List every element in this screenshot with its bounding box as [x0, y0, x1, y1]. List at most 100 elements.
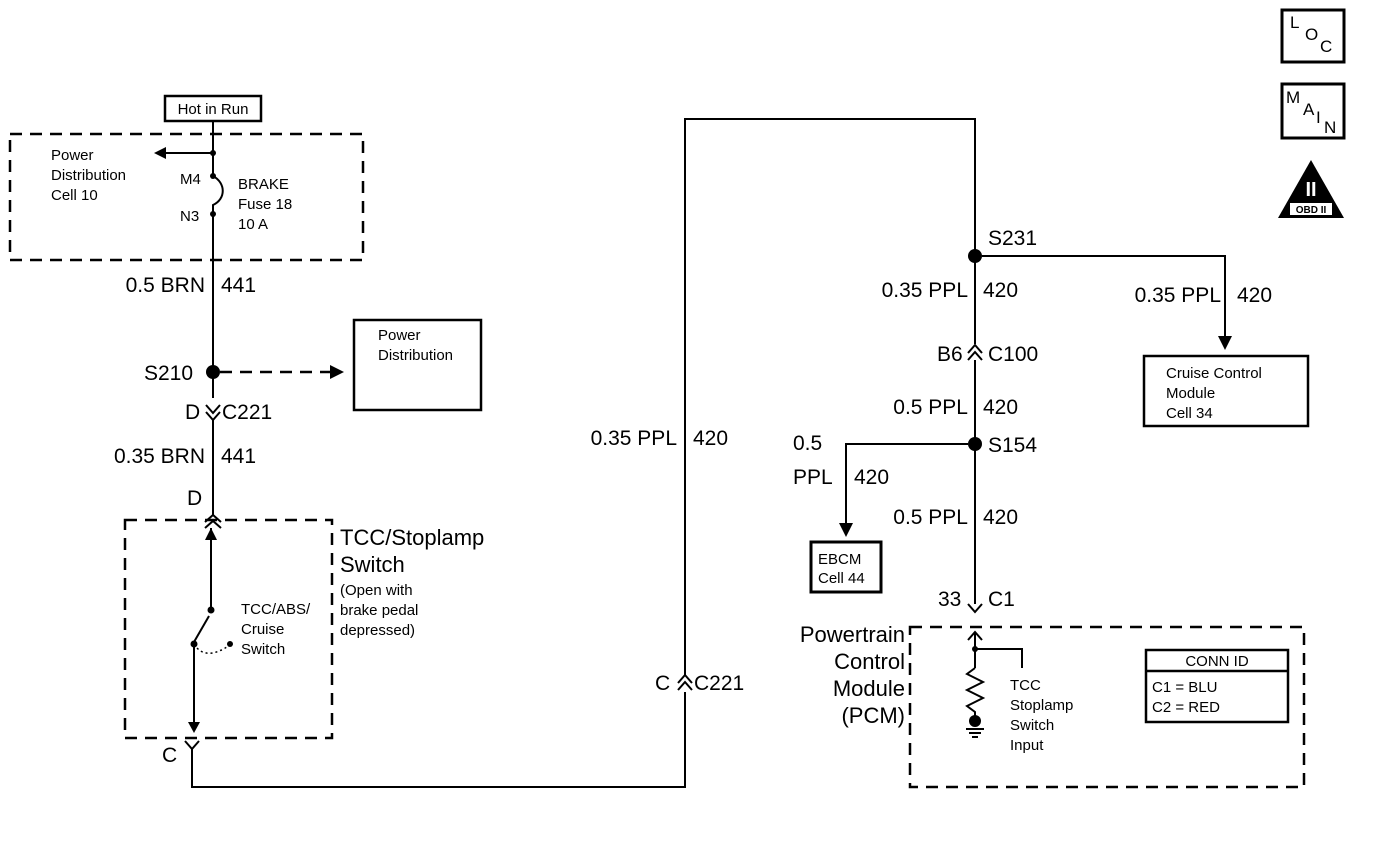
pcm-line2: Control — [834, 649, 905, 674]
loc-icon-l: L — [1290, 13, 1299, 32]
main-icon-n: N — [1324, 118, 1336, 137]
connector-c1-icon — [967, 603, 983, 614]
obd-text: OBD II — [1296, 205, 1327, 216]
arrow-down-icon — [188, 722, 200, 733]
arrow-down-ebcm-icon — [839, 523, 853, 537]
conn-id-table: CONN ID C1 = BLU C2 = RED — [1144, 648, 1290, 724]
brake-fuse-icon — [212, 175, 224, 214]
switch-note-line3: depressed) — [340, 622, 415, 639]
wire-420-cruise-label: 0.35 PPL — [1135, 284, 1221, 307]
tcc-stoplamp-switch-boundary — [123, 518, 334, 740]
pcm-input-line2: Stoplamp — [1010, 697, 1073, 714]
pull-down-resistor-icon — [964, 667, 986, 717]
fuse-name-line2: Fuse 18 — [238, 196, 292, 213]
switch-inner-line2: Cruise — [241, 621, 284, 638]
connector-c100-icon — [967, 343, 983, 361]
connector-c221-mid-pin: C — [655, 672, 670, 695]
loc-icon-o: O — [1305, 25, 1318, 44]
pcm-input-sense-wire — [975, 648, 1023, 668]
power-dist-cell10-line1[interactable]: Power — [51, 147, 94, 164]
fuse-pin-n3-label: N3 — [180, 208, 199, 225]
switch-blade — [193, 615, 210, 643]
wire-420-c100-label: 0.5 PPL — [893, 396, 968, 419]
wire-420-long — [684, 118, 976, 675]
connector-c1-name: C1 — [988, 588, 1015, 611]
power-distribution-line2: Distribution — [378, 347, 453, 364]
connector-c221-top-pin: D — [185, 401, 200, 424]
conn-id-title: CONN ID — [1185, 653, 1249, 670]
loc-icon[interactable]: L O C — [1280, 8, 1346, 64]
wire-420-long-number: 420 — [693, 427, 728, 450]
arrow-up-icon — [205, 528, 217, 540]
wire-420-ebcm-number: 420 — [854, 466, 889, 489]
switch-linkage-end — [227, 641, 233, 647]
pcm-line3: Module — [833, 676, 905, 701]
arrow-left-icon — [154, 147, 166, 159]
obd-roman: II — [1305, 179, 1316, 201]
power-distribution-box[interactable]: Power Distribution — [352, 318, 483, 412]
power-dist-cell10-line3[interactable]: Cell 10 — [51, 187, 98, 204]
main-icon-a: A — [1303, 100, 1315, 119]
wire-420-s231-number: 420 — [983, 279, 1018, 302]
fuse-block-junction — [210, 150, 216, 156]
pcm-line1: Powertrain — [800, 622, 905, 647]
switch-note-line1: (Open with — [340, 582, 413, 599]
obd-ii-icon[interactable]: II OBD II — [1278, 160, 1344, 218]
connector-c221-mid-icon — [677, 673, 693, 691]
splice-s154-label: S154 — [988, 434, 1037, 457]
wire-420-ebcm — [845, 443, 968, 524]
wire-420-c100-number: 420 — [983, 396, 1018, 419]
pcm-input-line3: Switch — [1010, 717, 1054, 734]
ebcm-line2: Cell 44 — [818, 570, 865, 587]
switch-contact-top — [207, 606, 215, 614]
switch-inner-line3: Switch — [241, 641, 285, 658]
wire-420-ebcm-label-b: PPL — [793, 466, 833, 489]
splice-s210 — [206, 365, 220, 379]
switch-linkage — [193, 643, 231, 654]
connector-c221-top-name: C221 — [222, 401, 272, 424]
fuse-name-line3: 10 A — [238, 216, 268, 233]
pcm-boundary — [908, 625, 1306, 789]
arrow-right-icon — [330, 365, 344, 379]
pcm-line4: (PCM) — [841, 703, 905, 728]
pcm-ground-node — [969, 715, 981, 727]
connector-c100-name: C100 — [988, 343, 1038, 366]
connector-c1-pin: 33 — [938, 588, 961, 611]
cruise-control-module-box[interactable]: Cruise Control Module Cell 34 — [1142, 354, 1310, 428]
fuse-name-line1: BRAKE — [238, 176, 289, 193]
conn-id-row2: C2 = RED — [1152, 699, 1220, 716]
svg-text:Hot in Run: Hot in Run — [178, 101, 249, 118]
arrow-down-cruise-icon — [1218, 336, 1232, 350]
switch-bottom-pin: C — [162, 744, 177, 767]
conn-id-row1: C1 = BLU — [1152, 679, 1217, 696]
wire-420-long-label: 0.35 PPL — [591, 427, 677, 450]
wire-420-bottom-run — [191, 692, 686, 788]
switch-title-line2: Switch — [340, 552, 405, 577]
splice-s231-label: S231 — [988, 227, 1037, 250]
switch-top-pin: D — [187, 487, 202, 510]
main-icon[interactable]: M A I N — [1280, 82, 1346, 140]
wire-420-pcm-label: 0.5 PPL — [893, 506, 968, 529]
cruise-line2: Module — [1166, 385, 1215, 402]
wire-441-upper-label: 0.5 BRN — [126, 274, 205, 297]
splice-s210-label: S210 — [144, 362, 193, 385]
connector-c221-mid-name: C221 — [694, 672, 744, 695]
power-distribution-line1: Power — [378, 327, 421, 344]
ebcm-line1: EBCM — [818, 551, 861, 568]
wire-420-cruise-number: 420 — [1237, 284, 1272, 307]
ebcm-box[interactable]: EBCM Cell 44 — [809, 540, 883, 594]
pcm-input-line1: TCC — [1010, 677, 1041, 694]
hot-in-run-label: Hot in Run — [163, 94, 263, 123]
switch-note-line2: brake pedal — [340, 602, 418, 619]
switch-bottom-connector-icon — [184, 740, 200, 751]
ground-icon — [966, 728, 984, 738]
wire-441-lower-number: 441 — [221, 445, 256, 468]
wire-420-pcm-number: 420 — [983, 506, 1018, 529]
wire-420-ebcm-label-a: 0.5 — [793, 432, 822, 455]
wire-420-s231-label: 0.35 PPL — [882, 279, 968, 302]
power-dist-cell10-line2[interactable]: Distribution — [51, 167, 126, 184]
switch-top-connector-icon — [204, 513, 222, 529]
switch-title-line1: TCC/Stoplamp — [340, 525, 484, 550]
wire-420-cruise — [982, 255, 1226, 338]
